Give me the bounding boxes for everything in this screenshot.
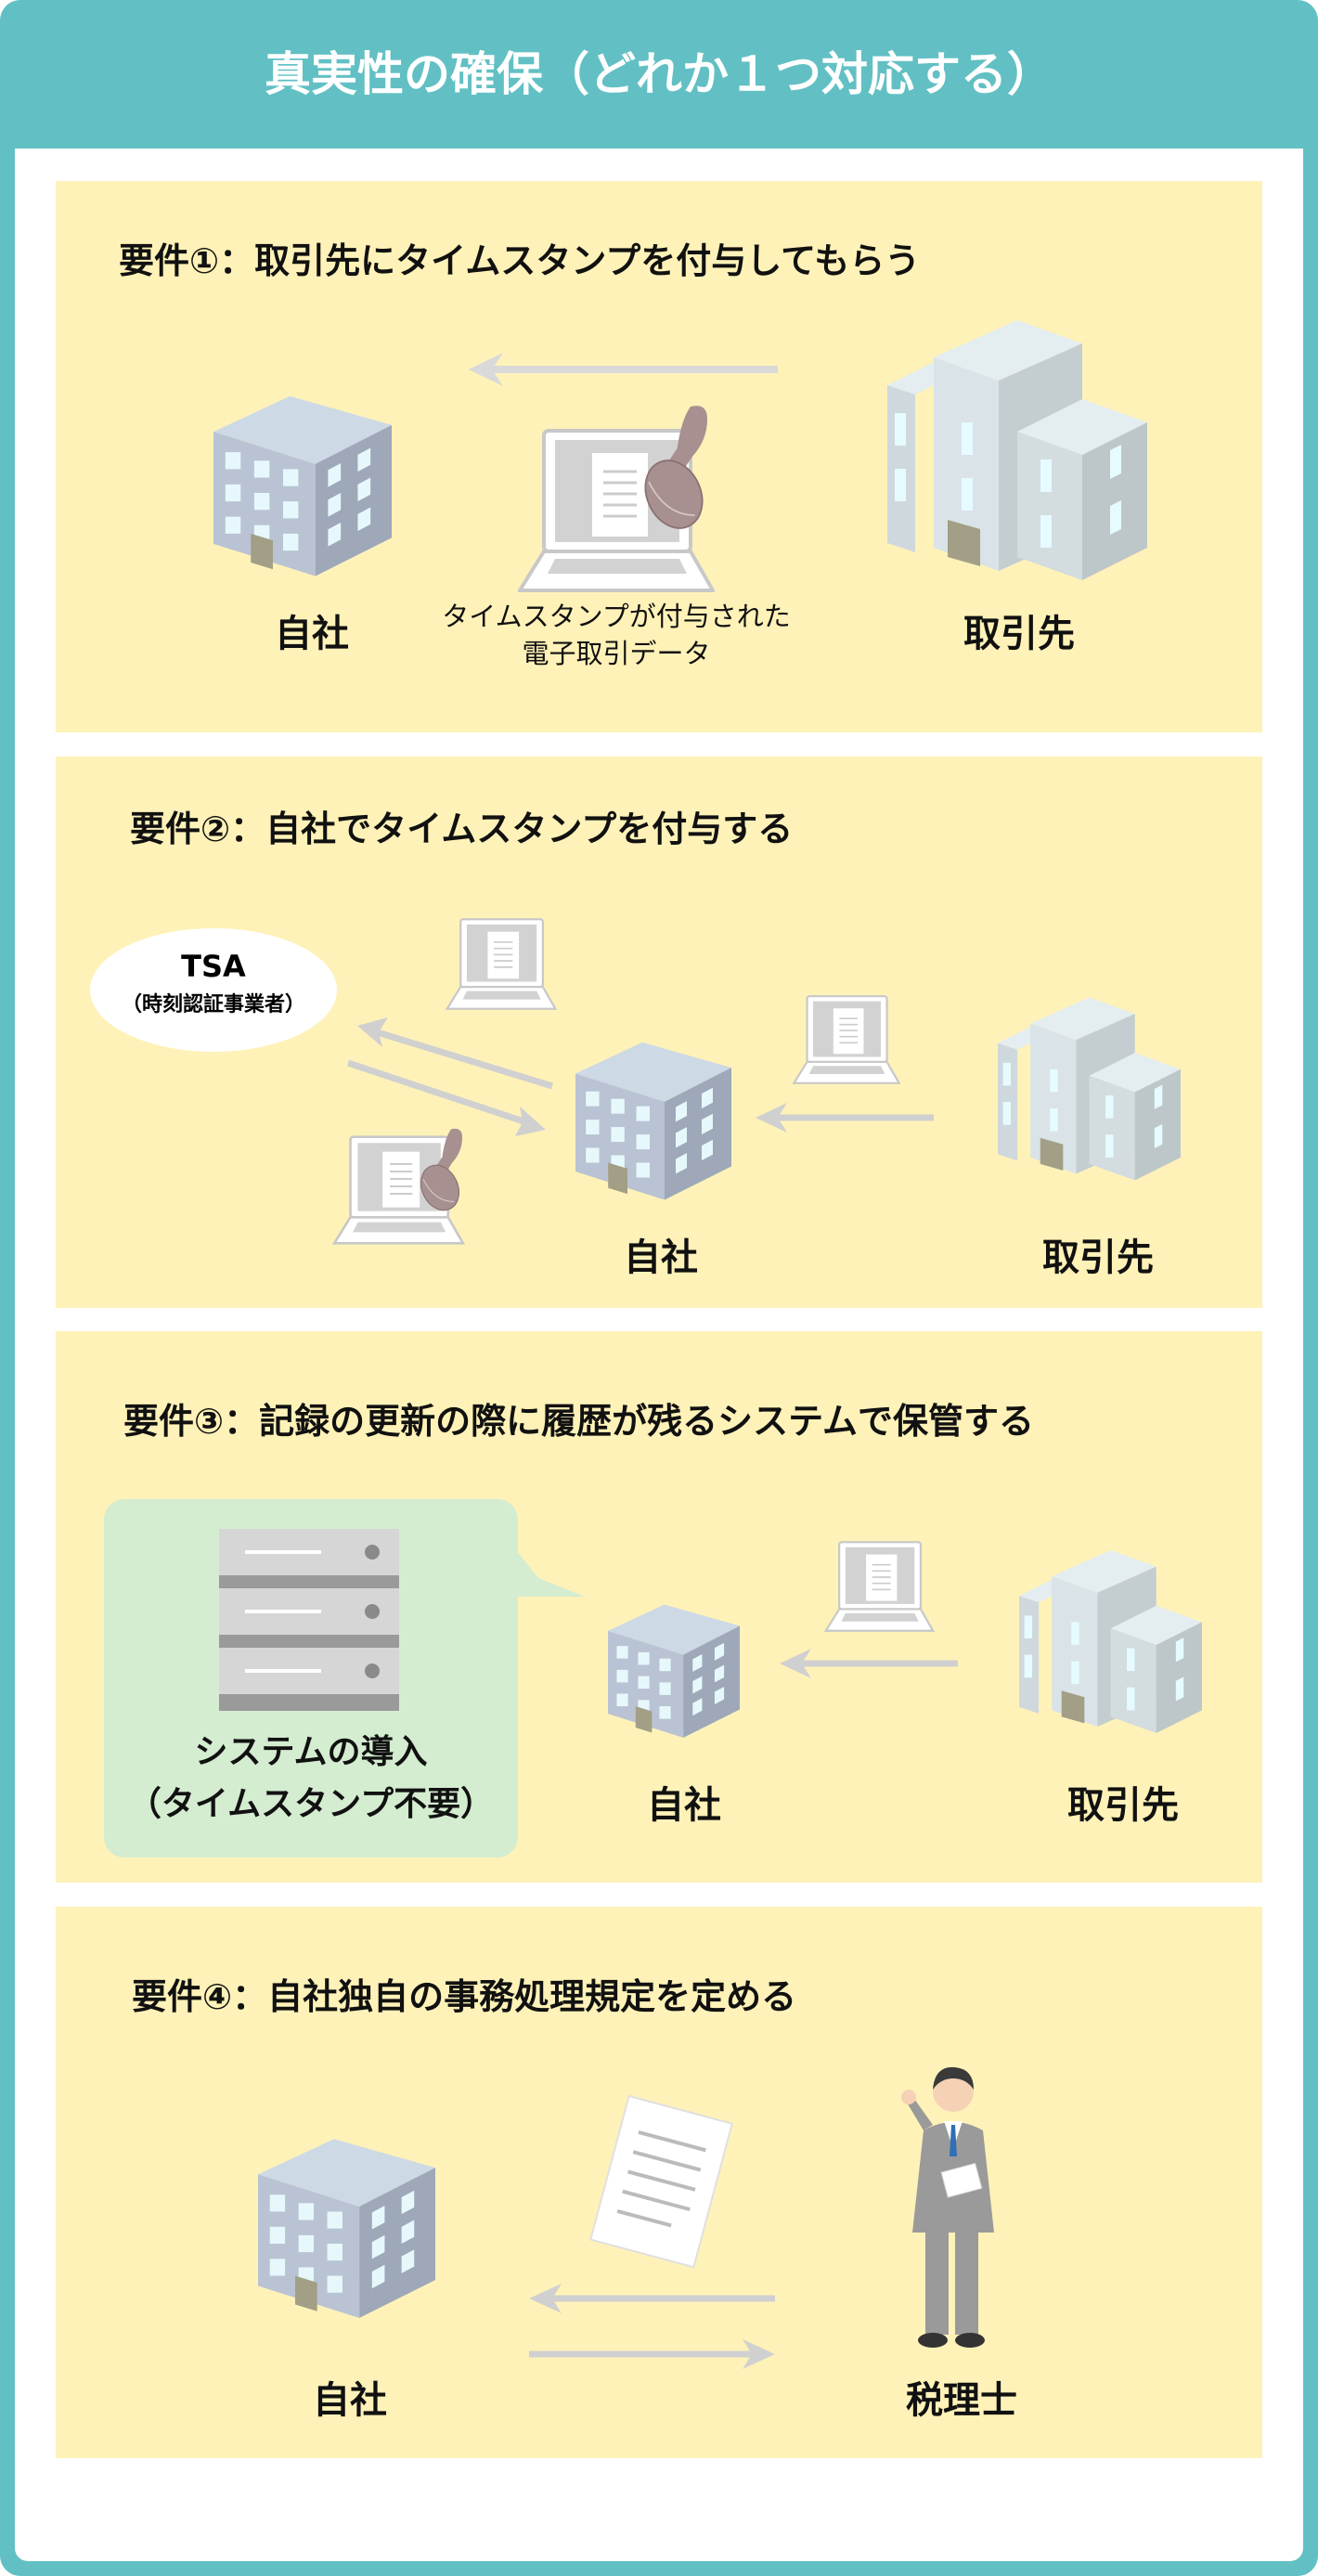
- timestamped-data-caption: タイムスタンプが付与された電子取引データ: [442, 598, 791, 672]
- self-building-icon: [213, 382, 392, 584]
- self-building-icon: [608, 1595, 740, 1742]
- self-label: 自社: [275, 613, 349, 655]
- tax-accountant-label: 税理士: [906, 2379, 1017, 2422]
- stamp-icon: [640, 399, 724, 548]
- self-label: 自社: [647, 1784, 721, 1827]
- stamp-icon: [418, 1125, 473, 1223]
- self-label: 自社: [624, 1236, 698, 1279]
- self-label: 自社: [313, 2379, 387, 2422]
- partner-label: 取引先: [1067, 1784, 1179, 1827]
- requirement-3-heading: 要件③：記録の更新の際に履歴が残るシステムで保管する: [123, 1401, 1035, 1442]
- requirement-4-heading: 要件④：自社独自の事務処理規定を定める: [132, 1976, 797, 2017]
- tsa-bubble: TSA （時刻認証事業者）: [90, 928, 337, 1052]
- exchange-arrows-icon: [529, 2284, 775, 2369]
- tax-accountant-person-icon: [901, 2066, 994, 2348]
- caption-line-1: タイムスタンプが付与された: [442, 601, 791, 632]
- system-line-2: （タイムスタンプ不要）: [127, 1785, 495, 1823]
- partner-building-icon: [1019, 1537, 1208, 1746]
- system-line-1: システムの導入: [194, 1733, 428, 1771]
- requirement-1-heading: 要件①：取引先にタイムスタンプを付与してもらう: [119, 240, 921, 281]
- arrow-left-icon: [756, 1103, 934, 1133]
- tsa-label: TSA: [181, 949, 246, 984]
- laptop-icon: [789, 994, 904, 1085]
- partner-label: 取引先: [963, 613, 1075, 655]
- exchange-arrows-icon: [346, 1017, 554, 1136]
- speech-tail: [501, 1532, 585, 1597]
- self-building-icon: [258, 2124, 435, 2326]
- partner-building-icon: [887, 320, 1156, 580]
- self-building-icon: [575, 1028, 731, 1209]
- laptop-icon: [435, 917, 567, 1011]
- document-icon: [589, 2094, 733, 2269]
- server-icon: [219, 1529, 399, 1711]
- system-caption: システムの導入 （タイムスタンプ不要）: [128, 1727, 494, 1831]
- arrow-left-icon: [469, 353, 778, 386]
- partner-label: 取引先: [1042, 1236, 1154, 1279]
- page-title: 真実性の確保（どれか１つ対応する）: [265, 47, 1053, 101]
- arrow-left-icon: [780, 1649, 958, 1678]
- laptop-icon: [814, 1540, 945, 1633]
- partner-building-icon: [998, 994, 1187, 1184]
- caption-line-2: 電子取引データ: [522, 638, 711, 669]
- requirement-2-heading: 要件②：自社でタイムスタンプを付与する: [130, 809, 794, 849]
- tsa-sublabel: （時刻認証事業者）: [121, 993, 305, 1016]
